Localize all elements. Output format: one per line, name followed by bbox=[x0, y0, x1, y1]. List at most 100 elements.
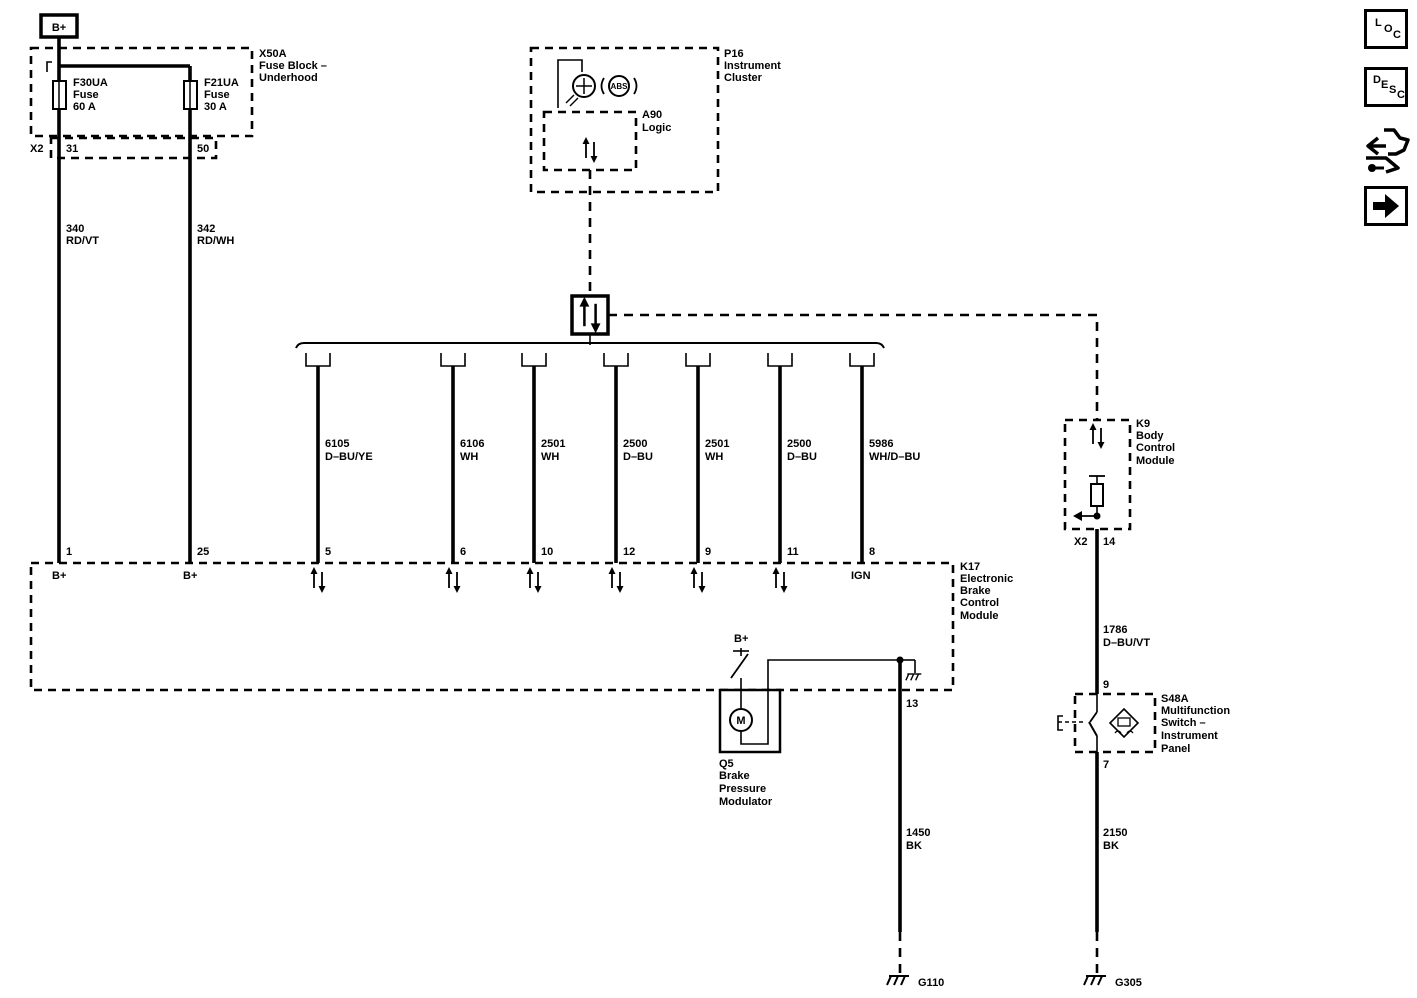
loc-letter-o: O bbox=[1384, 23, 1393, 35]
svg-text:2501: 2501 bbox=[705, 438, 729, 450]
svg-text:K9: K9 bbox=[1136, 418, 1150, 430]
wire-340-circuit: 340 bbox=[66, 223, 84, 235]
svg-text:12: 12 bbox=[623, 546, 635, 558]
svg-text:D–BU: D–BU bbox=[787, 451, 817, 463]
svg-text:Switch –: Switch – bbox=[1161, 717, 1206, 729]
location-button[interactable]: L O C bbox=[1364, 9, 1408, 49]
svg-text:Multifunction: Multifunction bbox=[1161, 705, 1230, 717]
svg-text:50: 50 bbox=[197, 143, 209, 155]
wire-2150-color: BK bbox=[1103, 840, 1119, 852]
fuse-f21ua: F21UA Fuse 30 A bbox=[183, 77, 239, 113]
svg-text:Fuse: Fuse bbox=[73, 89, 99, 101]
battery-positive-label: B+ bbox=[39, 13, 79, 39]
svg-text:Brake: Brake bbox=[719, 770, 750, 782]
desc-letter-e: E bbox=[1381, 79, 1389, 91]
svg-text:Pressure: Pressure bbox=[719, 783, 766, 795]
svg-text:60 A: 60 A bbox=[73, 101, 96, 113]
data-bus-bracket bbox=[295, 342, 885, 349]
svg-text:WH/D–BU: WH/D–BU bbox=[869, 451, 920, 463]
wire-342-color: RD/WH bbox=[197, 235, 234, 247]
svg-text:6106: 6106 bbox=[460, 438, 484, 450]
connector-view-button[interactable] bbox=[1364, 124, 1412, 178]
svg-text:B+: B+ bbox=[734, 633, 748, 645]
svg-text:X2: X2 bbox=[1074, 536, 1087, 548]
svg-text:Modulator: Modulator bbox=[719, 796, 773, 808]
svg-text:Control: Control bbox=[960, 597, 999, 609]
body-control-module: K9 Body Control Module X2 14 bbox=[1063, 418, 1175, 548]
traction-control-icon bbox=[1108, 707, 1140, 739]
svg-text:31: 31 bbox=[66, 143, 78, 155]
svg-text:Module: Module bbox=[960, 610, 999, 622]
svg-text:G305: G305 bbox=[1115, 977, 1142, 989]
loc-letter-c: C bbox=[1393, 29, 1401, 41]
svg-text:WH: WH bbox=[705, 451, 723, 463]
serial-data-hub bbox=[570, 294, 610, 336]
wire-2150-circuit: 2150 bbox=[1103, 827, 1127, 839]
svg-text:25: 25 bbox=[197, 546, 209, 558]
svg-text:30 A: 30 A bbox=[204, 101, 227, 113]
svg-text:B+: B+ bbox=[183, 570, 197, 582]
bcm-data-link bbox=[608, 313, 1099, 420]
svg-text:D–BU/YE: D–BU/YE bbox=[325, 451, 373, 463]
desc-letter-c: C bbox=[1397, 89, 1405, 101]
svg-text:F30UA: F30UA bbox=[73, 77, 108, 89]
abs-warning-lamp-icon: ABS bbox=[565, 74, 638, 107]
connector-icon bbox=[1366, 128, 1410, 174]
svg-text:Module: Module bbox=[1136, 455, 1175, 467]
wire-1786-circuit: 1786 bbox=[1103, 624, 1127, 636]
fuse-block: X50A Fuse Block – Underhood F30UA Fuse 6… bbox=[29, 46, 327, 563]
svg-text:13: 13 bbox=[906, 698, 918, 710]
ground-g110: G110 bbox=[886, 975, 944, 989]
instrument-cluster: P16 Instrument Cluster ABS A90 Logic bbox=[529, 46, 781, 194]
svg-text:5: 5 bbox=[325, 546, 331, 558]
wire-1450-circuit: 1450 bbox=[906, 827, 930, 839]
svg-text:9: 9 bbox=[705, 546, 711, 558]
svg-text:WH: WH bbox=[460, 451, 478, 463]
loc-letter-l: L bbox=[1375, 17, 1382, 29]
svg-text:M: M bbox=[736, 715, 745, 727]
svg-text:WH: WH bbox=[541, 451, 559, 463]
svg-text:2500: 2500 bbox=[787, 438, 811, 450]
fuse-f30ua: F30UA Fuse 60 A bbox=[52, 77, 108, 113]
wire-1450-color: BK bbox=[906, 840, 922, 852]
svg-text:Panel: Panel bbox=[1161, 743, 1190, 755]
next-page-button[interactable] bbox=[1364, 186, 1408, 226]
arrow-right-icon bbox=[1373, 194, 1399, 218]
multifunction-switch: 9 S48A Multifunction Switch – Instrument… bbox=[1057, 679, 1230, 771]
svg-text:10: 10 bbox=[541, 546, 553, 558]
svg-text:D–BU: D–BU bbox=[623, 451, 653, 463]
description-button[interactable]: D E S C bbox=[1364, 67, 1408, 107]
svg-text:Instrument: Instrument bbox=[1161, 730, 1218, 742]
svg-text:G110: G110 bbox=[918, 977, 944, 989]
brake-pressure-modulator: B+ M Q5 Brake Pressure Modulator bbox=[718, 633, 900, 808]
svg-text:Instrument: Instrument bbox=[724, 60, 781, 72]
desc-letter-d: D bbox=[1373, 74, 1381, 86]
svg-text:Logic: Logic bbox=[642, 122, 671, 134]
desc-letter-s: S bbox=[1389, 84, 1397, 96]
svg-text:X50A: X50A bbox=[259, 48, 287, 60]
svg-text:A90: A90 bbox=[642, 109, 662, 121]
svg-text:14: 14 bbox=[1103, 536, 1116, 548]
svg-text:Body: Body bbox=[1136, 430, 1164, 442]
svg-text:Underhood: Underhood bbox=[259, 72, 318, 84]
serial-data-branches: 6105 D–BU/YE 6106 WH 2501 WH 2500 D–BU 2… bbox=[305, 353, 920, 563]
svg-text:X2: X2 bbox=[30, 143, 43, 155]
svg-text:IGN: IGN bbox=[851, 570, 871, 582]
electronic-brake-control-module: K17 Electronic Brake Control Module 1 25… bbox=[29, 546, 1013, 710]
svg-text:6105: 6105 bbox=[325, 438, 349, 450]
svg-text:K17: K17 bbox=[960, 561, 980, 573]
svg-text:Control: Control bbox=[1136, 442, 1175, 454]
svg-text:Q5: Q5 bbox=[719, 758, 734, 770]
ground-g305: G305 bbox=[1083, 975, 1142, 989]
svg-text:Electronic: Electronic bbox=[960, 573, 1013, 585]
svg-text:Fuse Block –: Fuse Block – bbox=[259, 60, 327, 72]
svg-text:F21UA: F21UA bbox=[204, 77, 239, 89]
svg-text:9: 9 bbox=[1103, 679, 1109, 691]
svg-text:ABS: ABS bbox=[611, 82, 629, 91]
svg-text:5986: 5986 bbox=[869, 438, 893, 450]
svg-text:2501: 2501 bbox=[541, 438, 565, 450]
svg-text:Cluster: Cluster bbox=[724, 72, 763, 84]
svg-text:Brake: Brake bbox=[960, 585, 991, 597]
wire-342-circuit: 342 bbox=[197, 223, 215, 235]
